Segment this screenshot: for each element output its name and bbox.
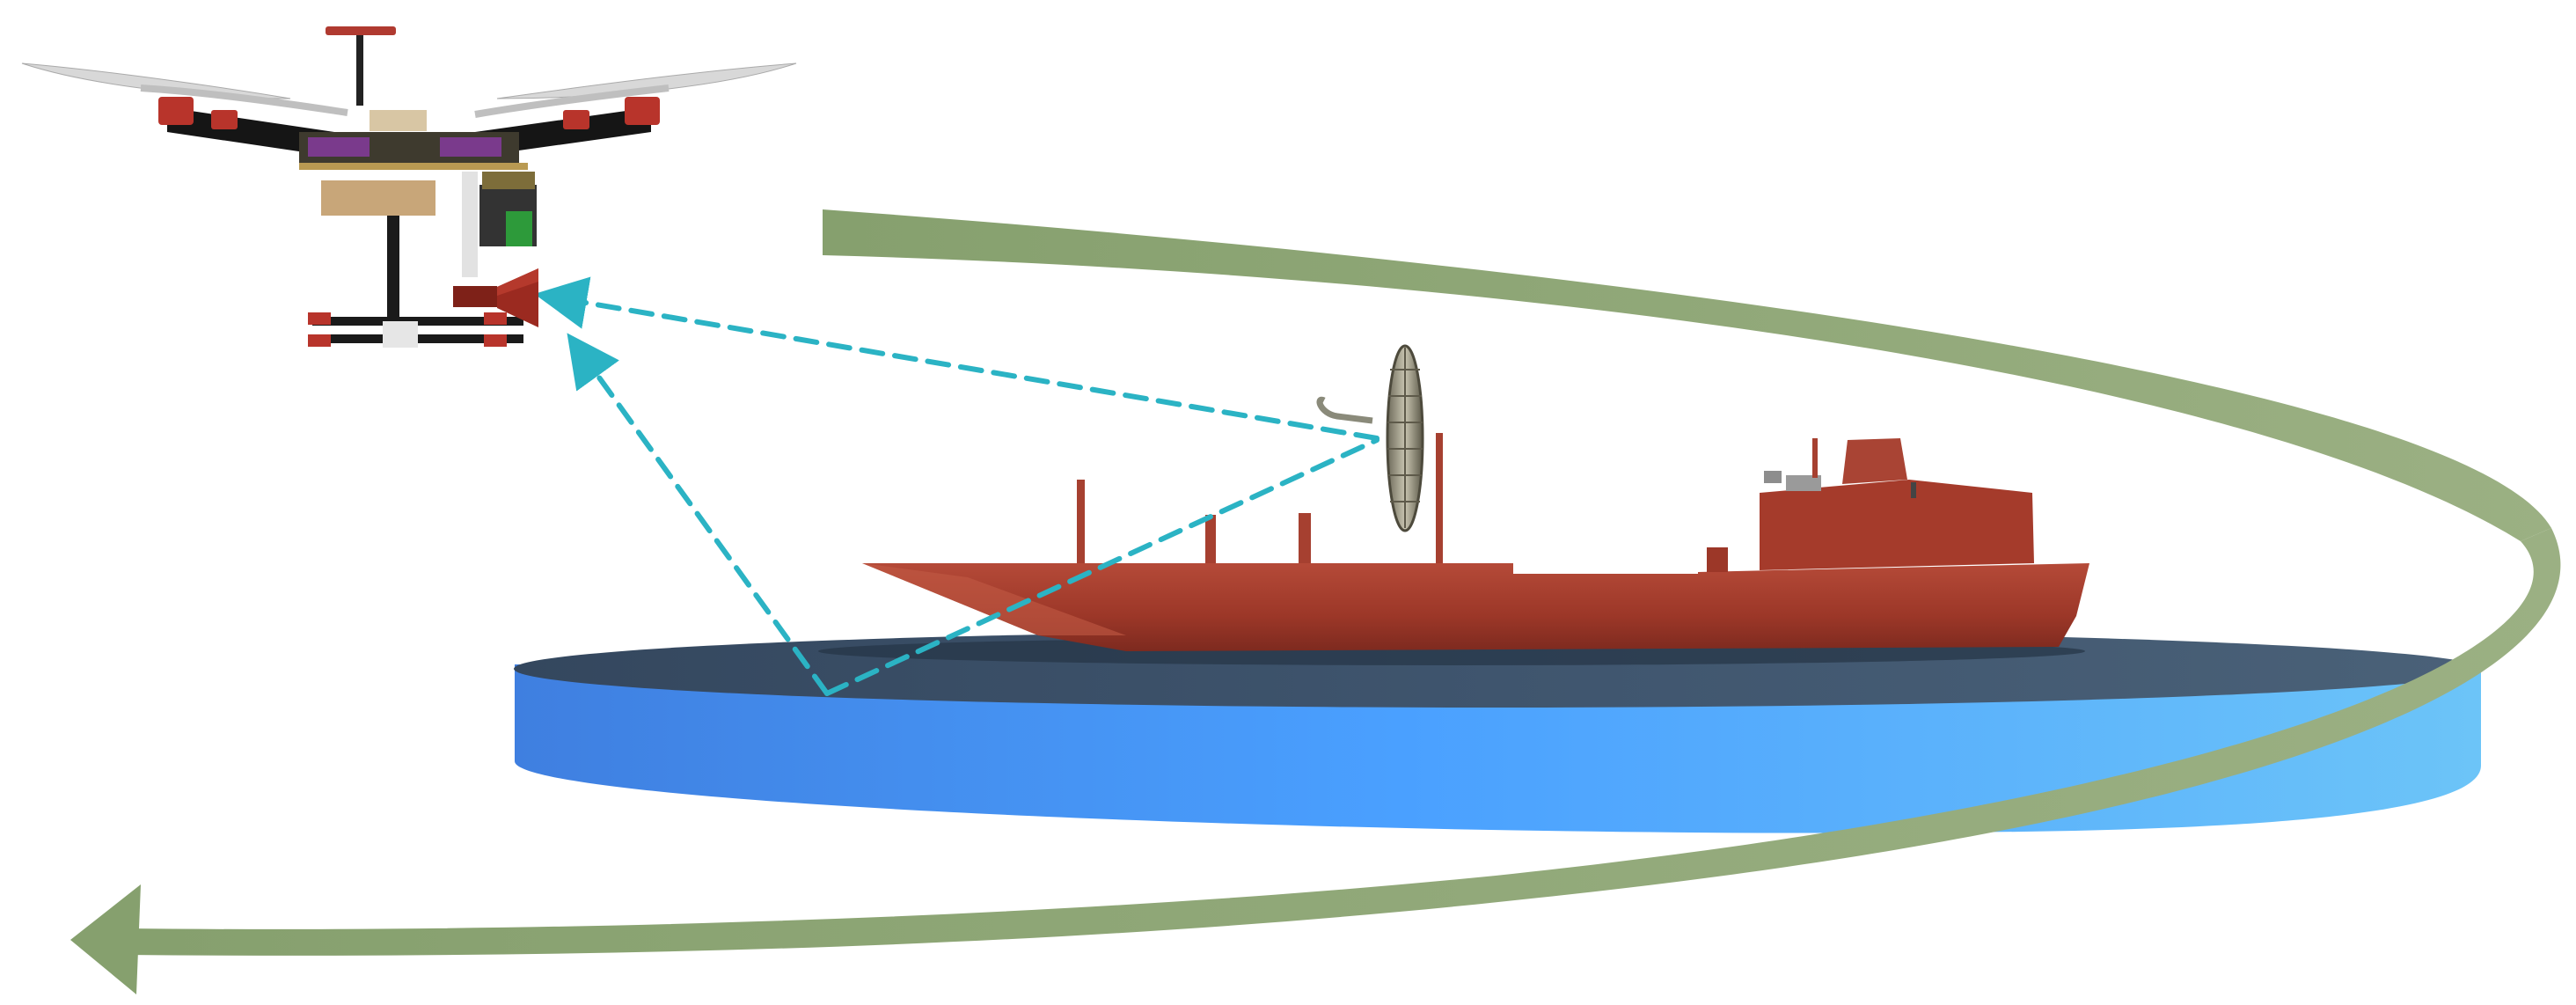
ship-superstructure	[1760, 480, 2034, 570]
horn-antenna-icon	[453, 268, 538, 327]
flight-path-upper-band	[823, 209, 2551, 541]
flight-path-arrowhead	[70, 884, 141, 994]
signal-path-water-to-horn	[567, 333, 830, 696]
quadcopter-icon	[21, 26, 797, 348]
flight-path-arrow	[823, 209, 2551, 541]
ship-hull	[862, 563, 2089, 651]
signal-paths	[534, 276, 1379, 696]
flight-path-front	[70, 528, 2561, 994]
parabolic-dish-icon	[1316, 344, 1424, 532]
signal-path-water-to-dish	[824, 437, 1379, 696]
water-platform	[514, 630, 2481, 833]
ship	[862, 433, 2089, 651]
water-platform-side	[515, 664, 2481, 833]
signal-path-dish-to-horn	[534, 276, 1379, 441]
